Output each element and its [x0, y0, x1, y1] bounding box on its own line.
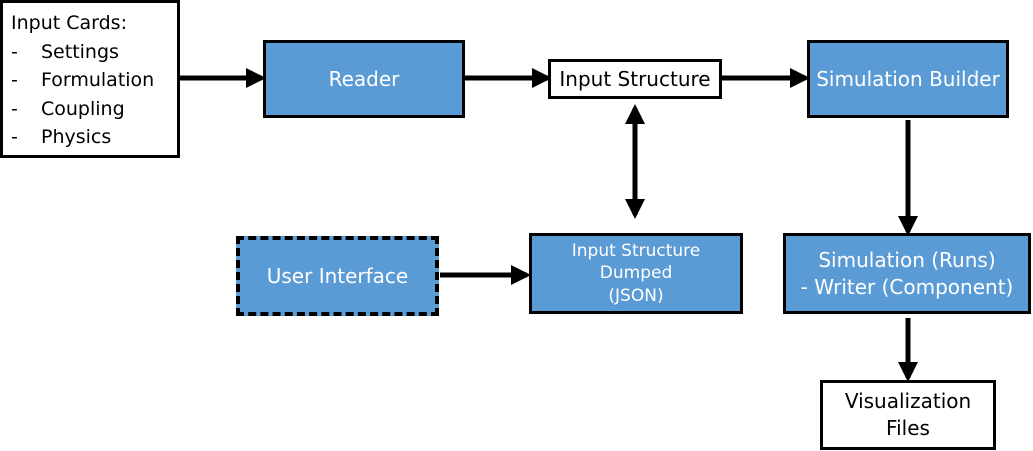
input-cards-box: Input Cards: - Settings - Formulation - …	[0, 0, 180, 158]
reader-label: Reader	[328, 66, 400, 91]
dumped-line: Dumped	[599, 263, 673, 284]
simulation-line: Simulation (Runs)	[818, 247, 996, 272]
simulation-line: - Writer (Component)	[800, 274, 1014, 299]
simulation-builder-box: Simulation Builder	[807, 40, 1009, 118]
input-card-item: - Physics	[11, 126, 112, 148]
input-structure-dumped-box: Input Structure Dumped (JSON)	[529, 233, 743, 314]
dumped-line: (JSON)	[608, 285, 664, 306]
simulation-builder-label: Simulation Builder	[816, 66, 1000, 91]
user-interface-box: User Interface	[236, 236, 439, 316]
reader-box: Reader	[263, 40, 465, 118]
input-cards-title: Input Cards:	[11, 12, 127, 34]
input-structure-box: Input Structure	[548, 59, 722, 99]
input-card-item: - Coupling	[11, 97, 125, 120]
simulation-runs-box: Simulation (Runs) - Writer (Component)	[783, 233, 1031, 314]
input-structure-label: Input Structure	[559, 66, 711, 91]
input-card-item: - Settings	[11, 40, 119, 63]
input-card-item: - Formulation	[11, 69, 155, 91]
dumped-line: Input Structure	[571, 241, 701, 262]
visualization-files-box: Visualization Files	[820, 380, 996, 450]
visualization-line: Visualization	[844, 389, 972, 413]
user-interface-label: User Interface	[266, 263, 409, 288]
visualization-line: Files	[886, 416, 930, 440]
